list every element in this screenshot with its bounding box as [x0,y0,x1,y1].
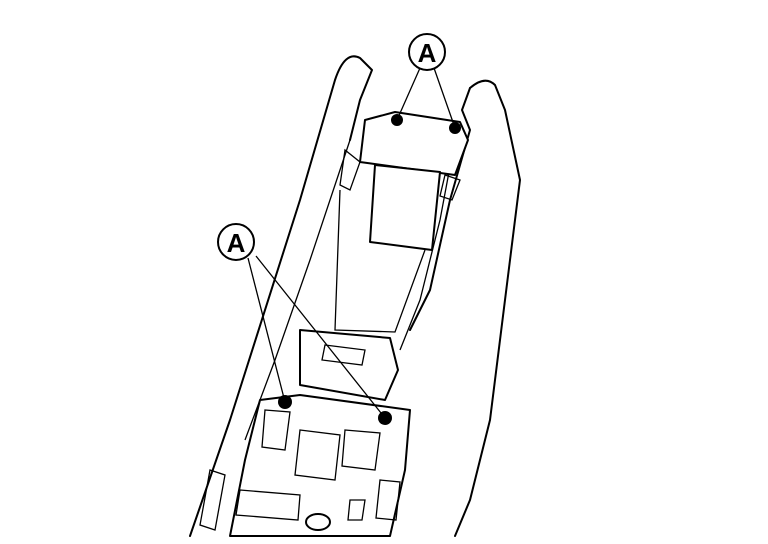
callout-label: A [227,228,246,258]
leader-lines [247,67,456,419]
bolts [278,114,461,425]
inner-tray [299,189,426,401]
callout-lower: A [217,223,255,261]
bracket-upper [339,111,469,251]
console-outer-shell [189,55,521,537]
lower-mechanism [199,394,411,537]
callout-label: A [418,38,437,68]
callout-upper: A [408,33,446,71]
bolt-upper-right [449,122,461,134]
